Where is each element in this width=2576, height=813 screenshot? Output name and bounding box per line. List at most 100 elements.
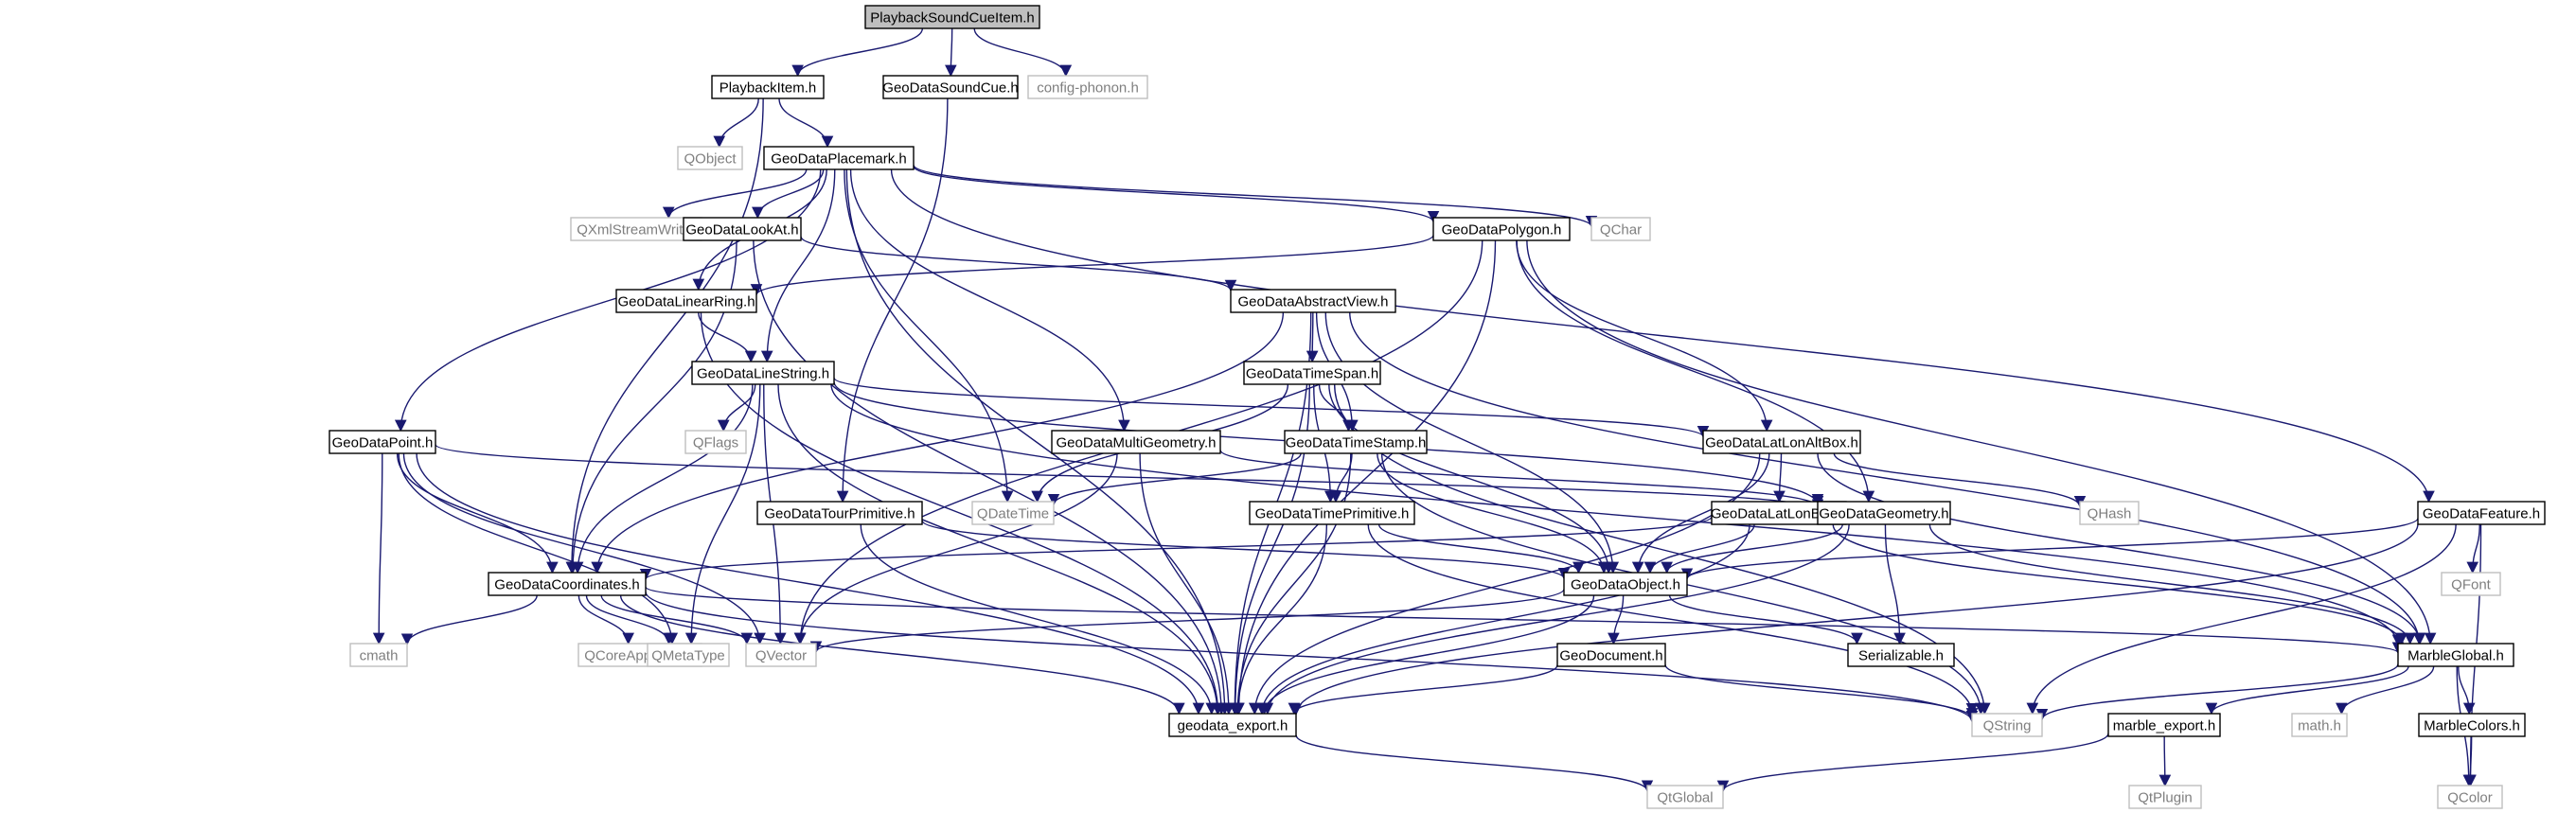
node-box-latlonalt[interactable] bbox=[1702, 430, 1861, 454]
node-box-timespan[interactable] bbox=[1243, 361, 1381, 385]
edge-timeprimitive-to-object bbox=[1377, 523, 1585, 574]
node-qtglobal: QtGlobal bbox=[1646, 785, 1724, 809]
node-box-qfont bbox=[2441, 572, 2501, 596]
node-coordinates[interactable]: GeoDataCoordinates.h bbox=[488, 572, 647, 596]
node-box-coordinates[interactable] bbox=[488, 572, 647, 596]
node-label-marbleexport: marble_export.h bbox=[2113, 718, 2215, 734]
edge-linestring-to-marbleglobal bbox=[830, 383, 2405, 647]
node-document[interactable]: GeoDocument.h bbox=[1556, 643, 1666, 667]
node-label-polygon: GeoDataPolygon.h bbox=[1442, 222, 1562, 239]
node-box-document[interactable] bbox=[1556, 643, 1666, 667]
edge-latlonalt-to-object bbox=[1631, 452, 1770, 574]
node-lookat[interactable]: GeoDataLookAt.h bbox=[683, 217, 802, 241]
node-box-feature[interactable] bbox=[2417, 501, 2546, 525]
edge-root-to-playbackitem bbox=[791, 27, 924, 78]
node-box-qcolor bbox=[2437, 785, 2503, 809]
node-label-latlonalt: GeoDataLatLonAltBox.h bbox=[1705, 435, 1858, 451]
node-qhash: QHash bbox=[2079, 501, 2140, 525]
node-linearring[interactable]: GeoDataLinearRing.h bbox=[615, 289, 757, 313]
node-box-object[interactable] bbox=[1563, 572, 1688, 596]
node-box-linearring[interactable] bbox=[615, 289, 757, 313]
node-label-object: GeoDataObject.h bbox=[1571, 577, 1680, 593]
node-qdatetime: QDateTime bbox=[971, 501, 1055, 525]
node-label-configphonon: config-phonon.h bbox=[1037, 80, 1139, 97]
node-label-mathh: math.h bbox=[2298, 718, 2341, 734]
node-polygon[interactable]: GeoDataPolygon.h bbox=[1432, 217, 1571, 241]
node-soundcue[interactable]: GeoDataSoundCue.h bbox=[882, 75, 1019, 99]
node-box-timeprimitive[interactable] bbox=[1249, 501, 1415, 525]
edge-marbleglobal-to-marbleexport bbox=[2205, 665, 2409, 716]
node-box-mathh bbox=[2291, 713, 2348, 737]
node-geodataexport[interactable]: geodata_export.h bbox=[1168, 713, 1297, 737]
edge-coordinates-to-qstring bbox=[645, 592, 1979, 723]
node-object[interactable]: GeoDataObject.h bbox=[1563, 572, 1688, 596]
node-marbleexport[interactable]: marble_export.h bbox=[2107, 713, 2221, 737]
node-placemark[interactable]: GeoDataPlacemark.h bbox=[763, 146, 915, 170]
edge-linestring-to-latlonalt bbox=[833, 377, 1709, 438]
node-label-geometry: GeoDataGeometry.h bbox=[1819, 506, 1948, 522]
edge-placemark-to-multigeometry bbox=[849, 168, 1130, 433]
node-box-geometry[interactable] bbox=[1817, 501, 1951, 525]
edge-root-to-configphonon bbox=[973, 27, 1073, 78]
node-box-root[interactable] bbox=[864, 5, 1040, 29]
node-box-point[interactable] bbox=[329, 430, 436, 454]
node-feature[interactable]: GeoDataFeature.h bbox=[2417, 501, 2546, 525]
node-box-playbackitem[interactable] bbox=[711, 75, 825, 99]
node-box-multigeometry[interactable] bbox=[1051, 430, 1221, 454]
node-label-feature: GeoDataFeature.h bbox=[2423, 506, 2540, 522]
node-box-marbleglobal[interactable] bbox=[2397, 643, 2514, 667]
node-point[interactable]: GeoDataPoint.h bbox=[329, 430, 436, 454]
node-box-tourprimitive[interactable] bbox=[756, 501, 923, 525]
node-box-qhash bbox=[2079, 501, 2140, 525]
node-box-polygon[interactable] bbox=[1432, 217, 1571, 241]
node-multigeometry[interactable]: GeoDataMultiGeometry.h bbox=[1051, 430, 1221, 454]
node-box-qvector bbox=[745, 643, 817, 667]
node-box-abstractview[interactable] bbox=[1230, 289, 1396, 313]
node-box-serializable[interactable] bbox=[1847, 643, 1955, 667]
node-box-qxml bbox=[570, 217, 702, 241]
node-serializable[interactable]: Serializable.h bbox=[1847, 643, 1955, 667]
node-root[interactable]: PlaybackSoundCueItem.h bbox=[864, 5, 1040, 29]
edge-coordinates-to-marbleglobal bbox=[645, 586, 2404, 654]
node-box-soundcue[interactable] bbox=[882, 75, 1019, 99]
node-playbackitem[interactable]: PlaybackItem.h bbox=[711, 75, 825, 99]
node-timestamp[interactable]: GeoDataTimeStamp.h bbox=[1284, 430, 1428, 454]
node-linestring[interactable]: GeoDataLineString.h bbox=[691, 361, 835, 385]
node-abstractview[interactable]: GeoDataAbstractView.h bbox=[1230, 289, 1396, 313]
edge-linestring-to-qflags bbox=[717, 383, 756, 433]
node-label-multigeometry: GeoDataMultiGeometry.h bbox=[1057, 435, 1217, 451]
edge-latlonbox-to-coordinates bbox=[640, 516, 1713, 581]
edge-polygon-to-linearring bbox=[750, 234, 1434, 296]
node-label-linestring: GeoDataLineString.h bbox=[697, 366, 829, 382]
node-box-linestring[interactable] bbox=[691, 361, 835, 385]
node-latlonalt[interactable]: GeoDataLatLonAltBox.h bbox=[1702, 430, 1861, 454]
node-marblecolors[interactable]: MarbleColors.h bbox=[2418, 713, 2526, 737]
node-timespan[interactable]: GeoDataTimeSpan.h bbox=[1243, 361, 1381, 385]
node-label-qchar: QChar bbox=[1600, 222, 1642, 239]
node-geometry[interactable]: GeoDataGeometry.h bbox=[1817, 501, 1951, 525]
node-box-timestamp[interactable] bbox=[1284, 430, 1428, 454]
node-label-cmath: cmath bbox=[360, 648, 399, 664]
node-box-geodataexport[interactable] bbox=[1168, 713, 1297, 737]
node-box-placemark[interactable] bbox=[763, 146, 915, 170]
edge-document-to-geodataexport bbox=[1288, 664, 1558, 716]
node-box-marbleexport[interactable] bbox=[2107, 713, 2221, 737]
node-label-document: GeoDocument.h bbox=[1559, 648, 1662, 664]
edge-feature-to-object bbox=[1680, 517, 2419, 580]
edge-latlonbox-to-marbleglobal bbox=[1832, 523, 2407, 645]
edge-multigeometry-to-geodataexport bbox=[1139, 452, 1235, 716]
node-timeprimitive[interactable]: GeoDataTimePrimitive.h bbox=[1249, 501, 1415, 525]
node-marbleglobal[interactable]: MarbleGlobal.h bbox=[2397, 643, 2514, 667]
node-box-marblecolors[interactable] bbox=[2418, 713, 2526, 737]
edge-object-to-geodataexport bbox=[1258, 594, 1595, 716]
node-tourprimitive[interactable]: GeoDataTourPrimitive.h bbox=[756, 501, 923, 525]
node-box-lookat[interactable] bbox=[683, 217, 802, 241]
node-label-timestamp: GeoDataTimeStamp.h bbox=[1286, 435, 1427, 451]
node-label-qtplugin: QtPlugin bbox=[2138, 790, 2193, 806]
node-label-qvector: QVector bbox=[755, 648, 807, 664]
node-label-soundcue: GeoDataSoundCue.h bbox=[882, 80, 1018, 97]
edge-placemark-to-lookat bbox=[752, 168, 825, 220]
edge-placemark-to-feature bbox=[890, 168, 2435, 504]
